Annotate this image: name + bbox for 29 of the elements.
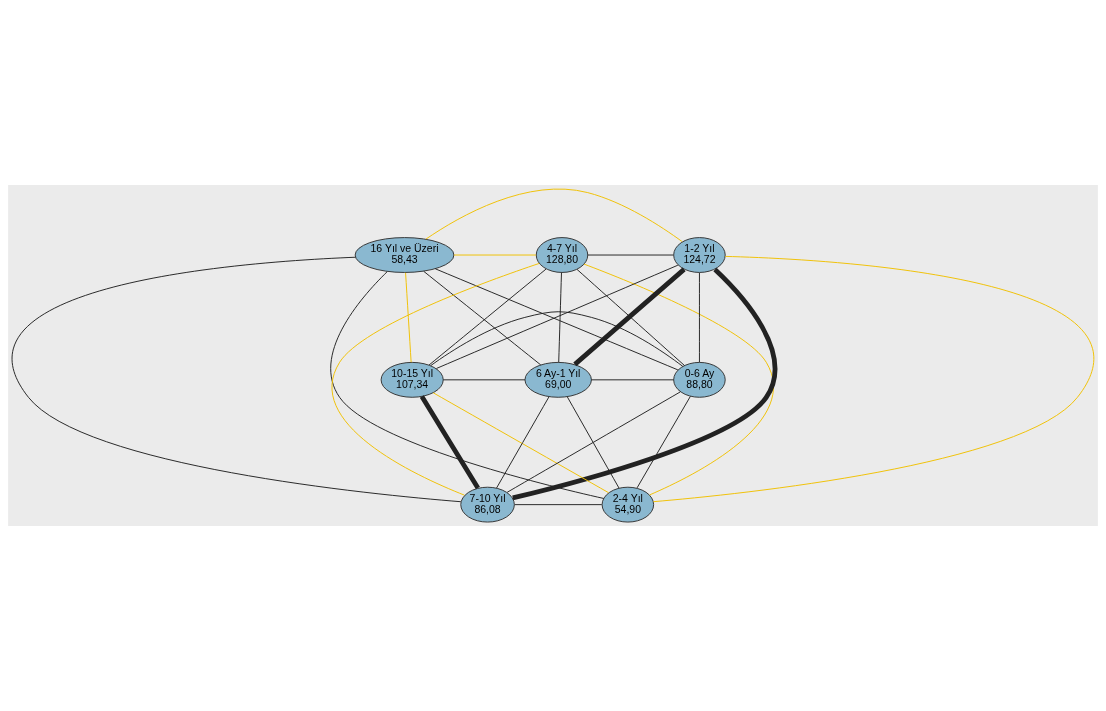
connector [558, 272, 562, 363]
connector [636, 395, 691, 489]
connector [566, 396, 620, 489]
node-ellipse: 16 Yıl ve Üzeri 58,43 [354, 237, 455, 273]
connector [432, 392, 610, 494]
node-ellipse: 2-4 Yıl 54,90 [601, 486, 655, 523]
connector [514, 504, 603, 506]
connector [506, 391, 681, 493]
connector [419, 395, 480, 490]
connector [698, 272, 700, 363]
connector [12, 256, 462, 503]
node-ellipse: 1-2 Yıl 124,72 [673, 237, 726, 273]
node-ellipse: 6 Ay-1 Yıl 69,00 [524, 361, 592, 398]
connector [331, 262, 540, 496]
connector [330, 271, 605, 499]
connector [425, 188, 683, 243]
connector [405, 272, 412, 363]
node-ellipse: 4-7 Yıl 128,80 [535, 237, 589, 273]
connector [442, 379, 526, 381]
connector [583, 263, 774, 496]
connector [496, 396, 550, 489]
connector [587, 254, 674, 256]
node-ellipse: 10-15 Yıl 107,34 [380, 361, 444, 398]
node-ellipse: 0-6 Ay 88,80 [673, 361, 726, 398]
connector [652, 255, 1093, 503]
connector [430, 311, 684, 367]
connector [512, 267, 778, 501]
connector [590, 379, 675, 381]
node-ellipse: 7-10 Yıl 86,08 [460, 486, 515, 523]
